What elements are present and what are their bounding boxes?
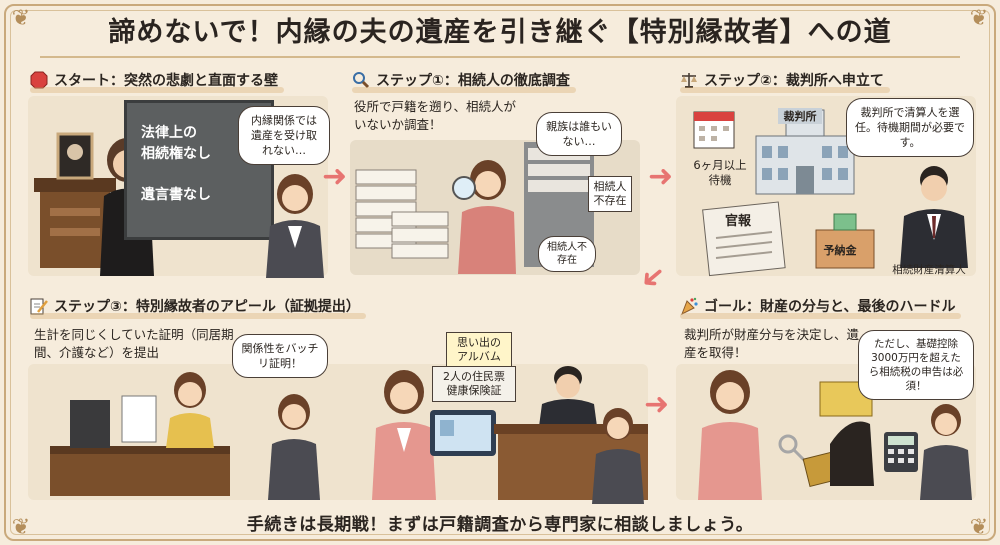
step1-speech-bubble: 親族は誰もいない… [536, 112, 622, 156]
board-line-1: 法律上の [141, 125, 197, 141]
corner-ornament-icon: ❦ [11, 515, 31, 540]
deposit-label: 予納金 [823, 244, 857, 257]
goal-illustration [676, 364, 976, 500]
estate-administrator-figure [900, 166, 968, 268]
confident-woman-figure [592, 408, 644, 504]
start-heading: スタート：突然の悲劇と直面する壁 [30, 70, 284, 93]
step3-heading-text: ステップ③：特別縁故者のアピール（証拠提出） [54, 299, 360, 315]
corner-ornament-icon: ❦ [11, 6, 31, 31]
goal-speech-bubble: ただし、基礎控除3000万円を超えたら相続税の申告は必須！ [858, 330, 974, 400]
courthouse-icon [755, 109, 855, 195]
memo-pencil-icon [30, 298, 48, 315]
goal-heading: ゴール：財産の分与と、最後のハードル [680, 296, 962, 319]
advisor-woman-figure [266, 174, 324, 278]
step3-heading: ステップ③：特別縁故者のアピール（証拠提出） [30, 296, 366, 319]
goal-heading-text: ゴール：財産の分与と、最後のハードル [704, 299, 956, 315]
board-line-2: 相続権なし [141, 146, 211, 162]
sign-heir-absent-small: 相続人不存在 [538, 236, 596, 272]
page-title: 諦めないで！内縁の夫の遺産を引き継ぐ【特別縁故者】への道 [108, 17, 892, 48]
step1-heading: ステップ①：相続人の徹底調査 [352, 70, 576, 93]
step3-speech-bubble: 関係性をバッチリ証明！ [232, 334, 328, 378]
administrator-label: 相続財産清算人 [892, 264, 966, 276]
tablet-insurance-card-icon [430, 410, 496, 456]
step3-illustration [28, 364, 648, 504]
inner-frame [10, 10, 990, 535]
corner-ornament-icon: ❦ [969, 515, 989, 540]
goal-note: 裁判所が財産分与を決定し、遺産を取得！ [684, 327, 860, 360]
advising-woman-figure [920, 404, 972, 500]
court-sign-label: 裁判所 [778, 108, 822, 124]
wait-period-label: 6ヶ月以上待機 [693, 158, 747, 187]
step1-illustration [350, 140, 640, 275]
step1-heading-text: ステップ①：相続人の徹底調査 [376, 73, 570, 89]
desk-with-documents [50, 372, 230, 496]
stop-sign-icon [30, 71, 48, 89]
flow-arrow-2: ➜ [648, 159, 674, 194]
corner-ornament-icon: ❦ [969, 6, 989, 31]
flow-arrow-4: ➜ [644, 387, 670, 422]
bankbook-keys-icon [778, 381, 874, 488]
start-illustration: 法律上の 相続権なし 遺言書なし [28, 96, 328, 278]
start-speech-bubble: 内縁関係では遺産を受け取れない… [238, 106, 330, 165]
step3-note: 生計を同じくしていた証明（同居期間、介護など）を提出 [34, 327, 234, 360]
presenting-woman-figure [372, 370, 436, 500]
start-heading-text: スタート：突然の悲劇と直面する壁 [54, 73, 278, 89]
scales-icon [681, 73, 697, 88]
party-popper-icon [681, 297, 698, 315]
step2-heading: ステップ②：裁判所へ申立て [680, 70, 890, 93]
title-divider [40, 56, 960, 58]
step2-illustration [676, 96, 976, 277]
thumbs-up-woman-figure [268, 394, 320, 500]
receiving-woman-figure [698, 370, 762, 500]
board-line-3: 遺言書なし [141, 187, 211, 203]
investigating-woman-figure [452, 160, 516, 274]
footer-advice: 手続きは長期戦！まずは戸籍調査から専門家に相談しましょう。 [246, 515, 754, 535]
altar-icon [34, 132, 116, 268]
residence-insurance-card: 2人の住民票健康保険証 [432, 366, 516, 402]
flow-arrow-1: ➜ [322, 159, 348, 194]
album-card: 思い出のアルバム [446, 332, 512, 368]
gazette-newspaper-icon [702, 201, 786, 277]
step1-note: 役所で戸籍を遡り、相続人がいないか調査！ [354, 99, 517, 132]
magnifier-icon [353, 72, 370, 89]
step2-speech-bubble: 裁判所で清算人を選任。待機期間が必要です。 [846, 98, 974, 157]
calculator-icon [884, 432, 918, 472]
sign-heir-absent: 相続人不存在 [588, 176, 632, 212]
calendar-icon [693, 111, 735, 149]
step2-heading-text: ステップ②：裁判所へ申立て [704, 73, 884, 89]
blackboard: 法律上の 相続権なし 遺言書なし [124, 100, 274, 240]
gazette-label: 官報 [724, 214, 751, 229]
document-stack-icon [355, 169, 449, 259]
outer-frame [4, 4, 996, 541]
deposit-box-icon [815, 213, 875, 269]
